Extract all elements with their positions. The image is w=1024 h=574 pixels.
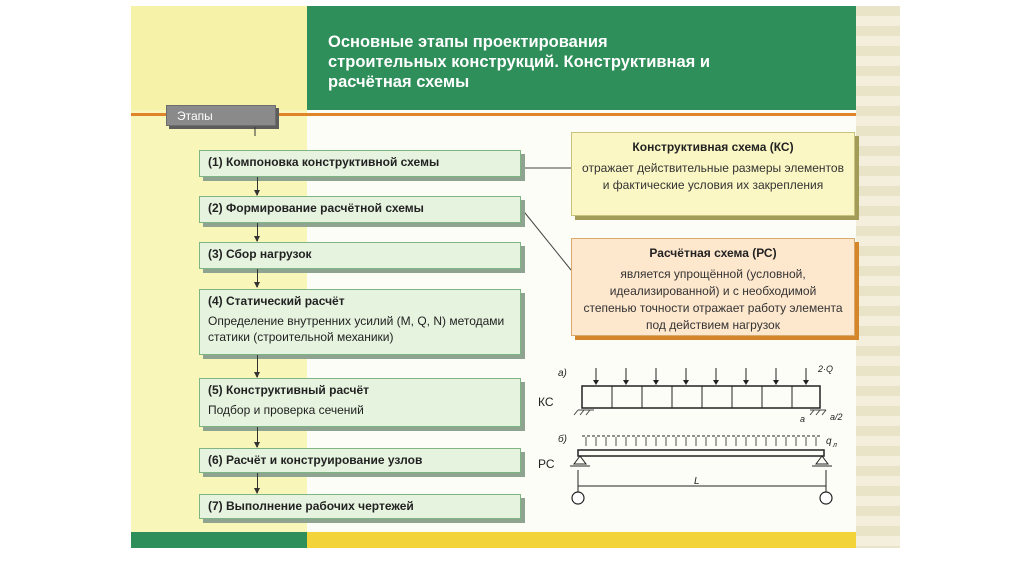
stages-tab-label: Этапы: [177, 109, 213, 123]
step-4-description: Определение внутренних усилий (M, Q, N) …: [208, 314, 505, 344]
slide-title: Основные этапы проектирования строительн…: [328, 33, 711, 91]
ks-supports: [573, 409, 827, 416]
label-span: L: [694, 476, 700, 487]
label-load-top: 2·Q: [817, 364, 833, 374]
arrow-6-7: [254, 473, 260, 494]
ks-beam-divisions: [611, 386, 793, 408]
left-pin-circle: [571, 491, 585, 505]
rs-box-title: Расчётная схема (РС): [649, 246, 777, 260]
step-7-title: (7) Выполнение рабочих чертежей: [208, 499, 414, 513]
step-4: (4) Статический расчёт Определение внутр…: [199, 289, 521, 355]
step-1: (1) Компоновка конструктивной схемы: [199, 150, 521, 177]
label-q: q: [826, 436, 832, 447]
constructive-scheme-box: Конструктивная схема (КС) отражает дейст…: [571, 132, 855, 216]
ks-box-text: отражает действительные размеры элементо…: [582, 161, 844, 192]
rs-beam: [577, 449, 825, 457]
arrow-3-4: [254, 269, 260, 288]
step-5: (5) Конструктивный расчёт Подбор и прове…: [199, 378, 521, 427]
label-b: б): [558, 433, 567, 445]
calculation-scheme-box: Расчётная схема (РС) является упрощённой…: [571, 238, 855, 336]
label-rs: РС: [538, 457, 555, 471]
step-4-title: (4) Статический расчёт: [208, 294, 345, 308]
orange-divider: [131, 113, 899, 116]
arrow-1-2: [254, 177, 260, 196]
step-6-title: (6) Расчёт и конструирование узлов: [208, 453, 423, 467]
step-5-title: (5) Конструктивный расчёт: [208, 383, 370, 397]
ks-box-title: Конструктивная схема (КС): [632, 140, 794, 154]
ks-load-arrowheads: [593, 380, 809, 385]
stages-tab: Этапы: [166, 105, 276, 126]
step-5-description: Подбор и проверка сечений: [208, 403, 364, 417]
rs-load-arrows: [585, 437, 817, 446]
step-7: (7) Выполнение рабочих чертежей: [199, 494, 521, 519]
arrow-4-5: [254, 355, 260, 378]
step-1-title: (1) Компоновка конструктивной схемы: [208, 155, 440, 169]
header-title-band: [307, 6, 899, 110]
footer-green-band: [131, 532, 307, 548]
label-a-small: a: [800, 414, 805, 424]
step-2: (2) Формирование расчётной схемы: [199, 196, 521, 223]
step-6: (6) Расчёт и конструирование узлов: [199, 448, 521, 473]
ks-beam: [581, 385, 821, 409]
beam-diagram: а) КС 2·Q a/2 б) a q л РС L: [538, 364, 843, 505]
header-left-band: [131, 6, 307, 110]
rs-supports: [570, 455, 832, 467]
span-dimension: [577, 470, 827, 498]
label-q-sub: л: [832, 442, 837, 449]
footer-yellow-band: [307, 532, 899, 548]
step-3-title: (3) Сбор нагрузок: [208, 247, 312, 261]
arrow-5-6: [254, 427, 260, 448]
rs-box-text: является упрощённой (условной, идеализир…: [583, 267, 843, 332]
label-a: а): [558, 368, 567, 379]
right-decorative-strip: [856, 6, 900, 548]
right-pin-circle: [819, 491, 833, 505]
step-2-title: (2) Формирование расчётной схемы: [208, 201, 424, 215]
arrow-2-3: [254, 223, 260, 242]
label-ks: КС: [538, 395, 554, 409]
step-3: (3) Сбор нагрузок: [199, 242, 521, 269]
label-a-half: a/2: [830, 412, 843, 422]
